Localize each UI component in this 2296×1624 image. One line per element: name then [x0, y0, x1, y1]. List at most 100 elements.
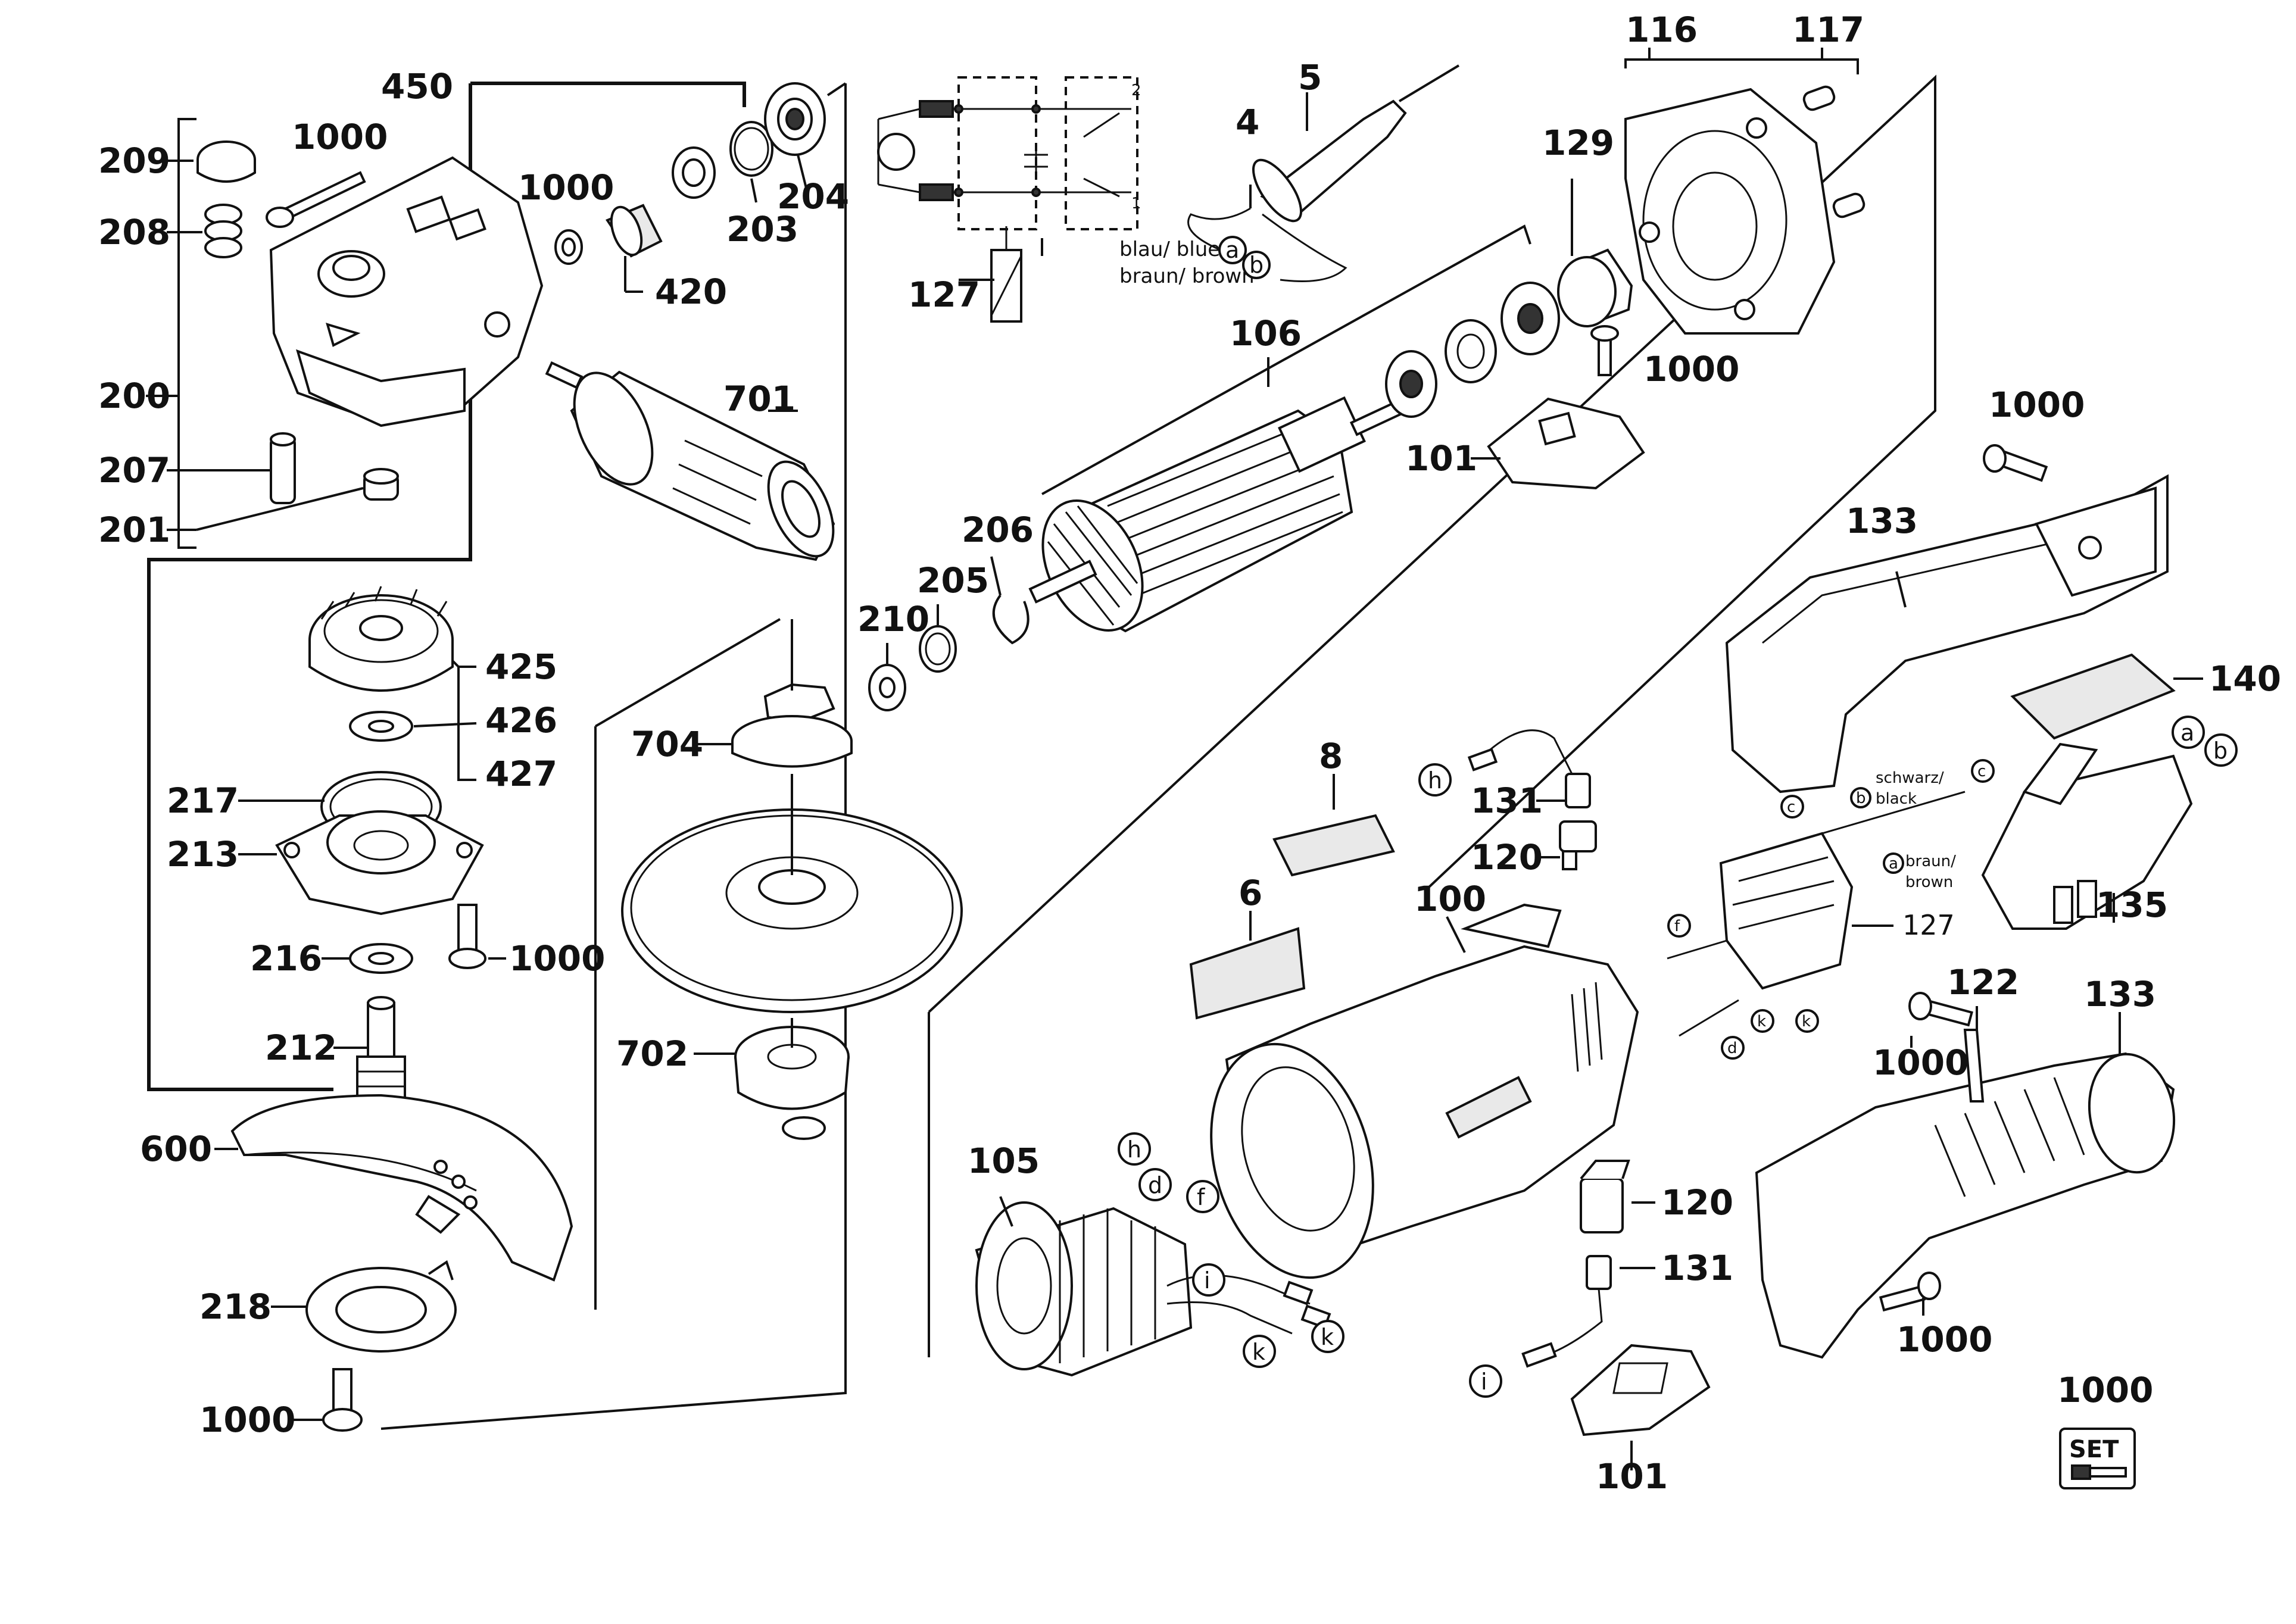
label-127-top: 127: [908, 274, 980, 315]
label-420: 420: [655, 271, 727, 312]
armature-106: [1028, 396, 1408, 633]
label-704: 704: [631, 724, 703, 764]
gear-head-housing: [269, 156, 544, 427]
wire-label-brown: braun/ brown: [1119, 264, 1255, 288]
wire-label-brown-de: braun/: [1905, 852, 1956, 870]
crown-gear-425: [308, 586, 454, 692]
connector-131-top: [1467, 729, 1591, 808]
rear-handle-133-bottom: [1755, 1052, 2176, 1359]
brush-cover-101-top: [1487, 397, 1645, 490]
connector-markers: a b a b c c b a f d k k h h d f i k: [1118, 236, 2238, 1398]
part-numbers: 450 209 1000 208 1000 420 203 204 200 70…: [98, 10, 2281, 1497]
wire-label-black-de: schwarz/: [1876, 769, 1944, 787]
cord-protector-4: [1187, 207, 1347, 282]
wire-label-brown-en: brown: [1905, 873, 1953, 891]
label-1000-e: 1000: [1643, 349, 1739, 389]
marker-k-small-1: k: [1757, 1013, 1766, 1030]
schematic-contact-2: 2: [1131, 82, 1141, 99]
flange-213: [275, 771, 484, 916]
marker-k-small-2: k: [1802, 1013, 1811, 1030]
label-116: 116: [1626, 10, 1698, 50]
marker-d-small: d: [1727, 1039, 1737, 1057]
screw-1000-lower-handle: [1879, 992, 1973, 1312]
springs-208: [204, 204, 242, 258]
label-100: 100: [1414, 879, 1486, 919]
stator-105: [975, 1201, 1193, 1377]
switch-block-127: [1667, 791, 1966, 1037]
bushing-201: [363, 468, 399, 501]
label-701: 701: [723, 379, 796, 419]
washer-426: [349, 711, 413, 742]
set-badge-text: SET: [2069, 1436, 2119, 1463]
label-702: 702: [616, 1033, 688, 1074]
label-133-top: 133: [1846, 501, 1918, 541]
label-122: 122: [1947, 962, 2019, 1002]
label-1000-g: 1000: [1873, 1042, 1969, 1083]
bearing-cap-129: [1557, 248, 1633, 327]
marker-b-small: b: [1856, 789, 1866, 807]
label-212: 212: [265, 1028, 337, 1068]
label-4: 4: [1236, 102, 1259, 142]
label-6: 6: [1239, 873, 1262, 913]
wire-label-blue: blau/ blue: [1119, 238, 1220, 261]
label-129: 129: [1542, 123, 1614, 163]
label-206: 206: [962, 510, 1034, 550]
label-101-bottom: 101: [1596, 1456, 1668, 1497]
connector-131-bottom: [1521, 1255, 1612, 1368]
label-201: 201: [98, 510, 170, 550]
marker-h-stator: h: [1127, 1136, 1141, 1163]
label-8: 8: [1319, 736, 1343, 776]
label-133-bottom: 133: [2084, 974, 2156, 1014]
label-450: 450: [381, 66, 453, 107]
flange-nut-704: [731, 683, 853, 768]
label-117: 117: [1792, 10, 1864, 50]
backing-flange-702: [734, 1026, 850, 1140]
label-1000-set: 1000: [2057, 1370, 2153, 1410]
label-217: 217: [167, 780, 239, 821]
marker-b-switch: b: [2213, 738, 2228, 764]
label-205: 205: [917, 560, 989, 601]
label-426: 426: [485, 700, 557, 741]
washer-216: [349, 943, 413, 974]
marker-b-wiring: b: [1249, 252, 1264, 278]
cord-5: [1252, 64, 1460, 223]
marker-c-2: c: [1787, 798, 1795, 816]
brush-housing-116: [1624, 88, 1836, 335]
label-427: 427: [485, 754, 557, 794]
label-127-mid: 127: [1902, 909, 1955, 941]
marker-k-stator-1: k: [1252, 1339, 1265, 1365]
bearing-203-204: [672, 82, 826, 199]
label-120-bottom: 120: [1661, 1182, 1733, 1223]
connector-120-top: [1559, 820, 1597, 870]
label-1000-h: 1000: [1896, 1319, 1992, 1360]
label-5: 5: [1298, 57, 1322, 98]
screw-1000-brushcover: [1590, 325, 1619, 376]
rings-210-205-206: [868, 594, 1030, 711]
connector-120-bottom: [1580, 1160, 1630, 1233]
marker-a-wiring: a: [1225, 237, 1239, 263]
label-131-top: 131: [1471, 780, 1543, 821]
label-203: 203: [726, 209, 798, 249]
marker-h-top: h: [1428, 767, 1442, 794]
label-1000-d: 1000: [199, 1400, 295, 1440]
wire-labels: blau/ blue braun/ brown schwarz/ black b…: [1119, 82, 1956, 891]
label-207: 207: [98, 450, 170, 491]
label-600: 600: [140, 1129, 212, 1169]
leader-lines: [167, 92, 2203, 1470]
pin-207: [270, 432, 296, 504]
screw-set-badge: SET: [2059, 1428, 2136, 1489]
label-204: 204: [777, 176, 849, 217]
label-210: 210: [857, 599, 929, 639]
guard-600: [230, 1094, 573, 1282]
switch-135: [1981, 742, 2193, 930]
label-218: 218: [199, 1286, 272, 1327]
label-208: 208: [98, 212, 170, 252]
marker-a-small: a: [1889, 855, 1898, 873]
bearing-group-106: [1385, 282, 1560, 418]
marker-i-stator: i: [1204, 1267, 1211, 1294]
pad-140: [2010, 653, 2176, 740]
label-1000-c: 1000: [509, 938, 605, 979]
schematic-contact-1: 1: [1131, 195, 1141, 213]
